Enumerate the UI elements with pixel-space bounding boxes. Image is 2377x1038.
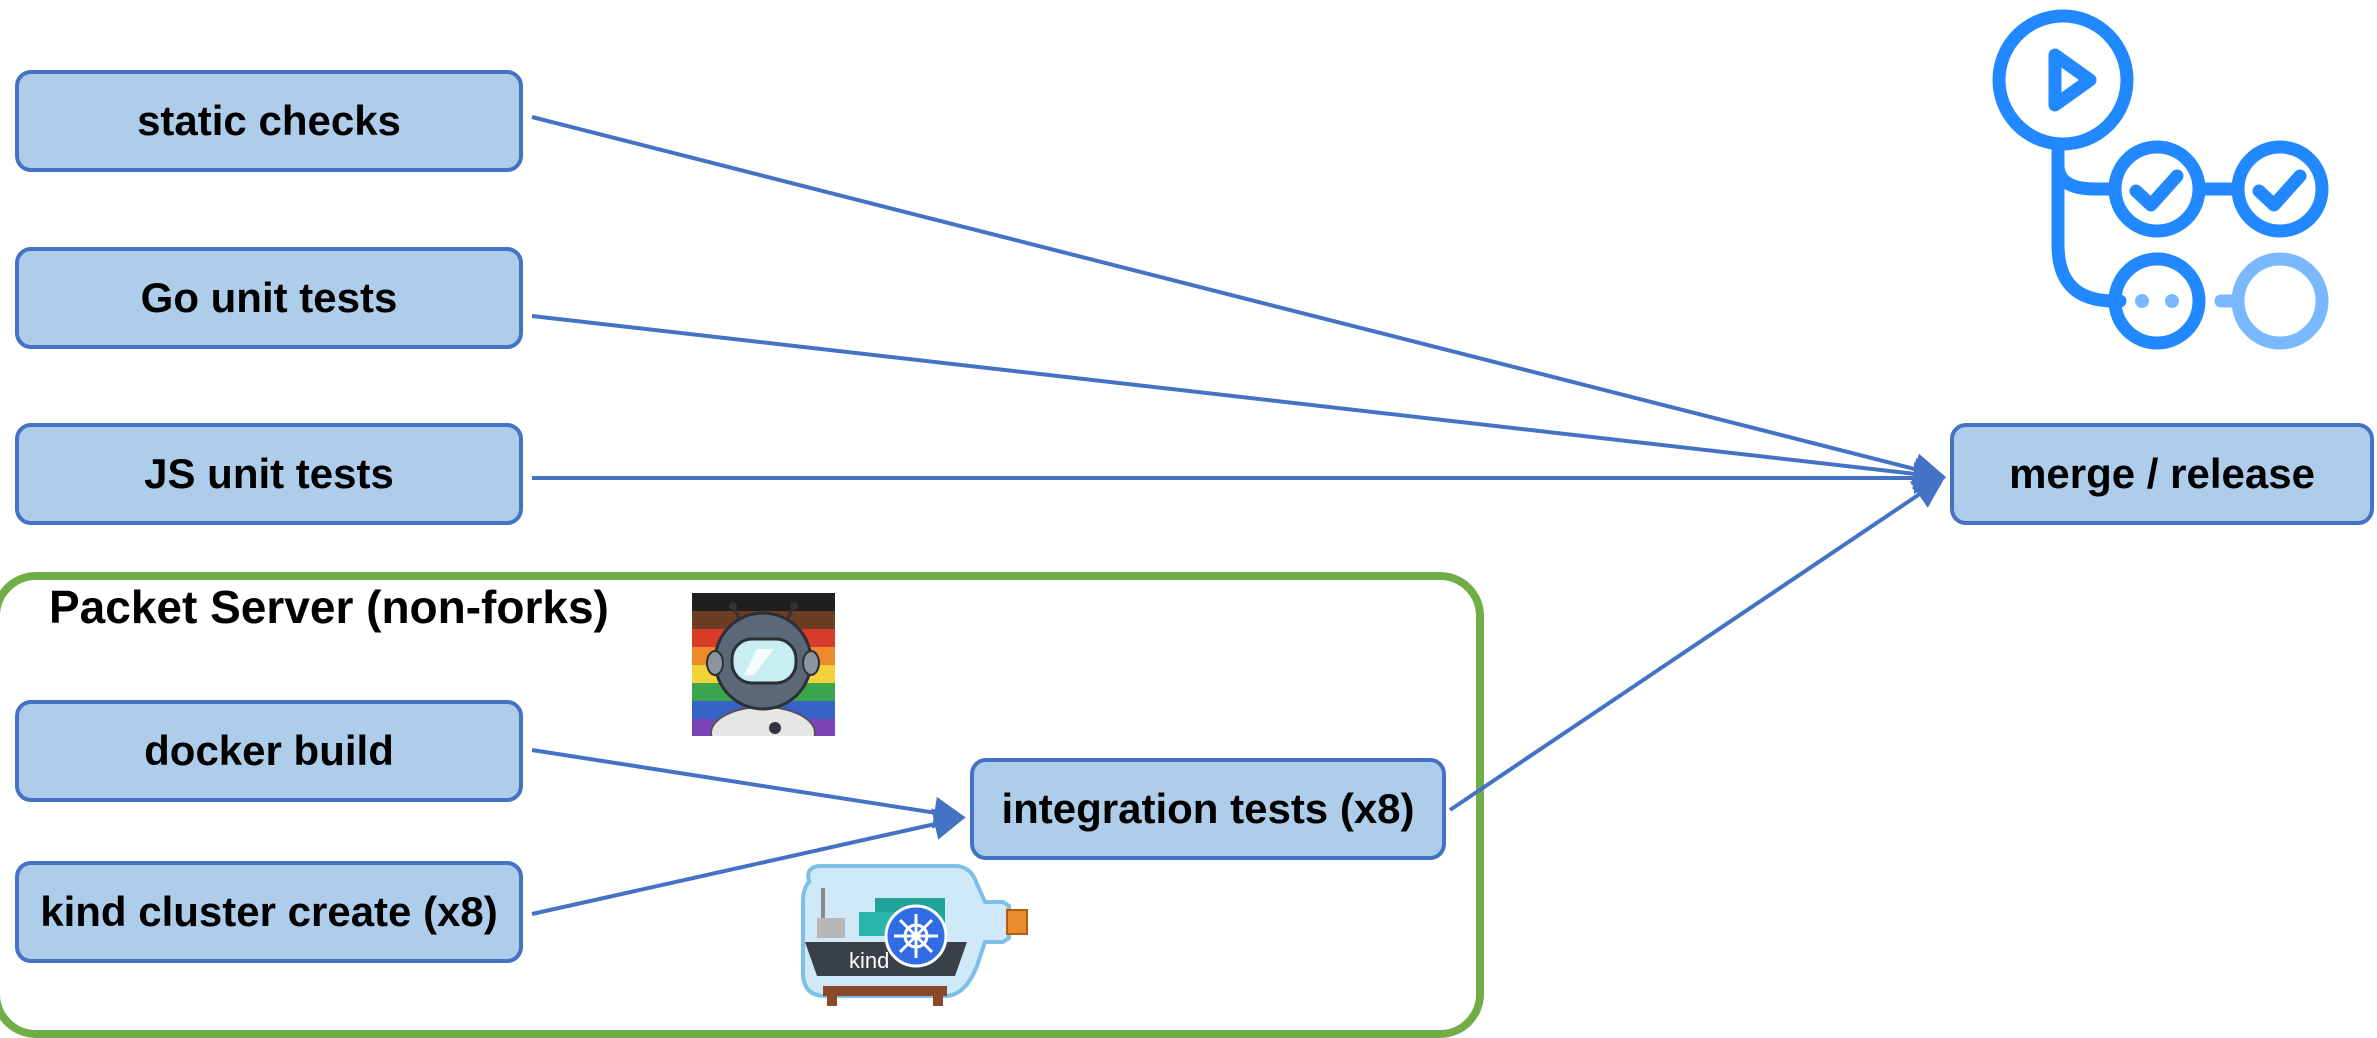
node-integration-tests: integration tests (x8) [970, 758, 1446, 860]
node-kind-cluster-create: kind cluster create (x8) [15, 861, 523, 963]
edge-go-unit-tests-merge [531, 314, 1946, 490]
node-static-checks: static checks [15, 70, 523, 172]
packet-astronaut-icon [692, 593, 835, 736]
edge-docker-build-integration [531, 748, 966, 829]
edge-integration-tests-merge [1448, 476, 1946, 812]
node-go-unit-tests: Go unit tests [15, 247, 523, 349]
group-title: Packet Server (non-forks) [49, 581, 609, 633]
edge-kind-cluster-integration [531, 808, 966, 916]
github-actions-icon [1992, 9, 2329, 350]
node-js-unit-tests: JS unit tests [15, 423, 523, 525]
node-merge-release: merge / release [1950, 423, 2374, 525]
edge-static-checks-merge [531, 115, 1946, 485]
kind-logo-label: kind [849, 948, 889, 973]
kind-bottle-icon: kind [801, 864, 1028, 1006]
node-docker-build: docker build [15, 700, 523, 802]
